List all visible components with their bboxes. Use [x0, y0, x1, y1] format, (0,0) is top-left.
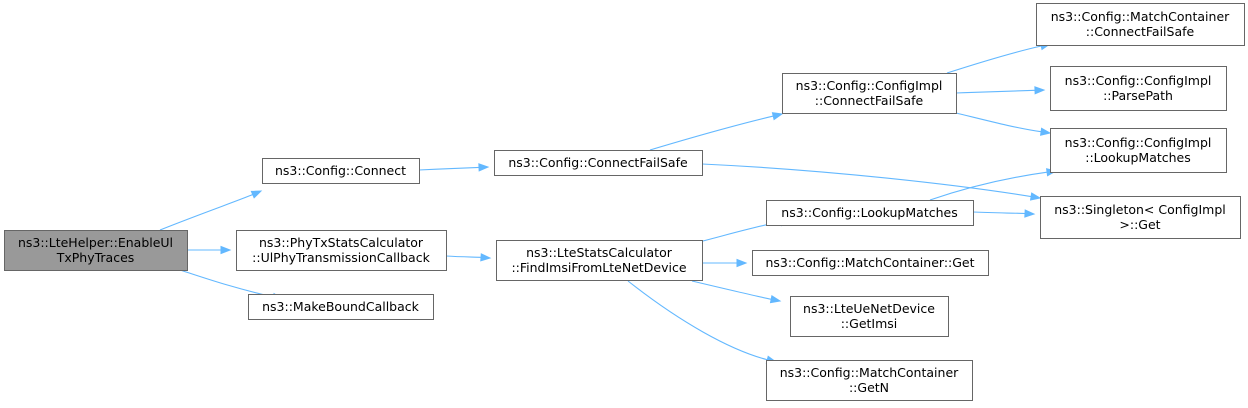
node-label-line: ::GetImsi [841, 316, 898, 331]
node-box [1040, 196, 1241, 239]
arrowhead-icon [250, 190, 263, 199]
edge-n5-n9 [691, 280, 782, 304]
node-n10[interactable]: ns3::Config::MatchContainer::GetN [766, 360, 973, 401]
edge-n6-n11 [946, 41, 1052, 74]
node-label-line: ::ConnectFailSafe [1086, 24, 1195, 39]
node-n6[interactable]: ns3::Config::ConfigImpl::ConnectFailSafe [782, 73, 957, 114]
node-box [262, 158, 420, 184]
arrowhead-icon [771, 112, 784, 121]
node-n14[interactable]: ns3::Singleton< ConfigImpl >::Get [1040, 196, 1241, 239]
node-box [496, 240, 703, 281]
arrowhead-icon [220, 245, 232, 255]
node-label-line: TxPhyTraces [56, 250, 135, 265]
edge-n4-n6 [649, 112, 784, 151]
node-label-line: ns3::PhyTxStatsCalculator [259, 235, 424, 250]
node-label-line: ns3::LteHelper::EnableUl [18, 235, 173, 250]
node-label-line: ns3::MakeBoundCallback [262, 299, 420, 314]
edge-n0-n2 [186, 245, 232, 255]
arrowhead-icon [1029, 192, 1042, 201]
node-box [1036, 3, 1245, 46]
node-label-line: ns3::LteStatsCalculator [526, 245, 673, 260]
node-box [752, 250, 989, 276]
node-n4[interactable]: ns3::Config::ConnectFailSafe [494, 150, 703, 176]
edge-n4-n14 [701, 163, 1042, 201]
node-box [248, 294, 434, 320]
node-n3[interactable]: ns3::MakeBoundCallback [248, 294, 434, 320]
node-label-line: ns3::Config::MatchContainer [780, 365, 959, 380]
node-label-line: ns3::Config::ConfigImpl [796, 78, 943, 93]
arrowhead-icon [480, 253, 492, 262]
node-label-line: ::FindImsiFromLteNetDevice [511, 260, 686, 275]
arrowhead-icon [769, 294, 782, 304]
node-label-line: ns3::Singleton< ConfigImpl [1054, 202, 1226, 217]
node-label-line: ns3::Config::Connect [275, 163, 406, 178]
node-n9[interactable]: ns3::LteUeNetDevice::GetImsi [790, 296, 949, 337]
node-label-line: ::ParsePath [1103, 88, 1173, 103]
node-box [494, 150, 703, 176]
node-box [1050, 66, 1227, 111]
arrowhead-icon [478, 163, 490, 172]
node-box [790, 296, 949, 337]
edge-n2-n5 [445, 253, 492, 262]
node-label-line: ::UlPhyTransmissionCallback [252, 250, 430, 265]
node-box [782, 73, 957, 114]
node-n2[interactable]: ns3::PhyTxStatsCalculator::UlPhyTransmis… [236, 230, 447, 271]
edge-n5-n8 [702, 258, 748, 268]
node-n8[interactable]: ns3::Config::MatchContainer::Get [752, 250, 989, 276]
edge-n5-n10 [627, 280, 778, 364]
node-box [236, 230, 447, 271]
arrowhead-icon [1039, 127, 1052, 136]
edge-n6-n12 [955, 86, 1046, 95]
nodes-layer: ns3::LteHelper::EnableUlTxPhyTracesns3::… [4, 3, 1245, 401]
node-box [4, 230, 188, 271]
edge-n7-n13 [929, 168, 1058, 201]
arrowhead-icon [736, 258, 748, 268]
node-label-line: ns3::LteUeNetDevice [803, 301, 935, 316]
arrowhead-icon [1034, 86, 1046, 95]
node-n12[interactable]: ns3::Config::ConfigImpl::ParsePath [1050, 66, 1227, 111]
edges-layer [159, 41, 1058, 364]
edge-n1-n4 [418, 163, 490, 172]
node-n7[interactable]: ns3::Config::LookupMatches [766, 200, 974, 226]
edge-n6-n13 [955, 112, 1052, 136]
node-label-line: ns3::Config::ConnectFailSafe [508, 155, 688, 170]
node-n1[interactable]: ns3::Config::Connect [262, 158, 420, 184]
arrowhead-icon [1024, 209, 1036, 218]
node-n11[interactable]: ns3::Config::MatchContainer::ConnectFail… [1036, 3, 1245, 46]
node-box [766, 360, 973, 401]
edge-n7-n14 [972, 209, 1036, 218]
node-label-line: ns3::Config::ConfigImpl [1065, 73, 1212, 88]
node-n5[interactable]: ns3::LteStatsCalculator::FindImsiFromLte… [496, 240, 703, 281]
node-label-line: ns3::Config::LookupMatches [781, 205, 957, 220]
node-box [766, 200, 974, 226]
node-label-line: ns3::Config::MatchContainer::Get [765, 255, 974, 270]
edge-n0-n1 [159, 190, 263, 231]
node-label-line: ::ConnectFailSafe [815, 93, 924, 108]
node-label-line: ns3::Config::MatchContainer [1051, 9, 1230, 24]
node-n13[interactable]: ns3::Config::ConfigImpl::LookupMatches [1050, 128, 1227, 173]
node-label-line: ns3::Config::ConfigImpl [1065, 135, 1212, 150]
node-box [1050, 128, 1227, 173]
node-label-line: ::LookupMatches [1085, 150, 1191, 165]
node-label-line: >::Get [1119, 217, 1160, 232]
node-label-line: ::GetN [849, 380, 889, 395]
